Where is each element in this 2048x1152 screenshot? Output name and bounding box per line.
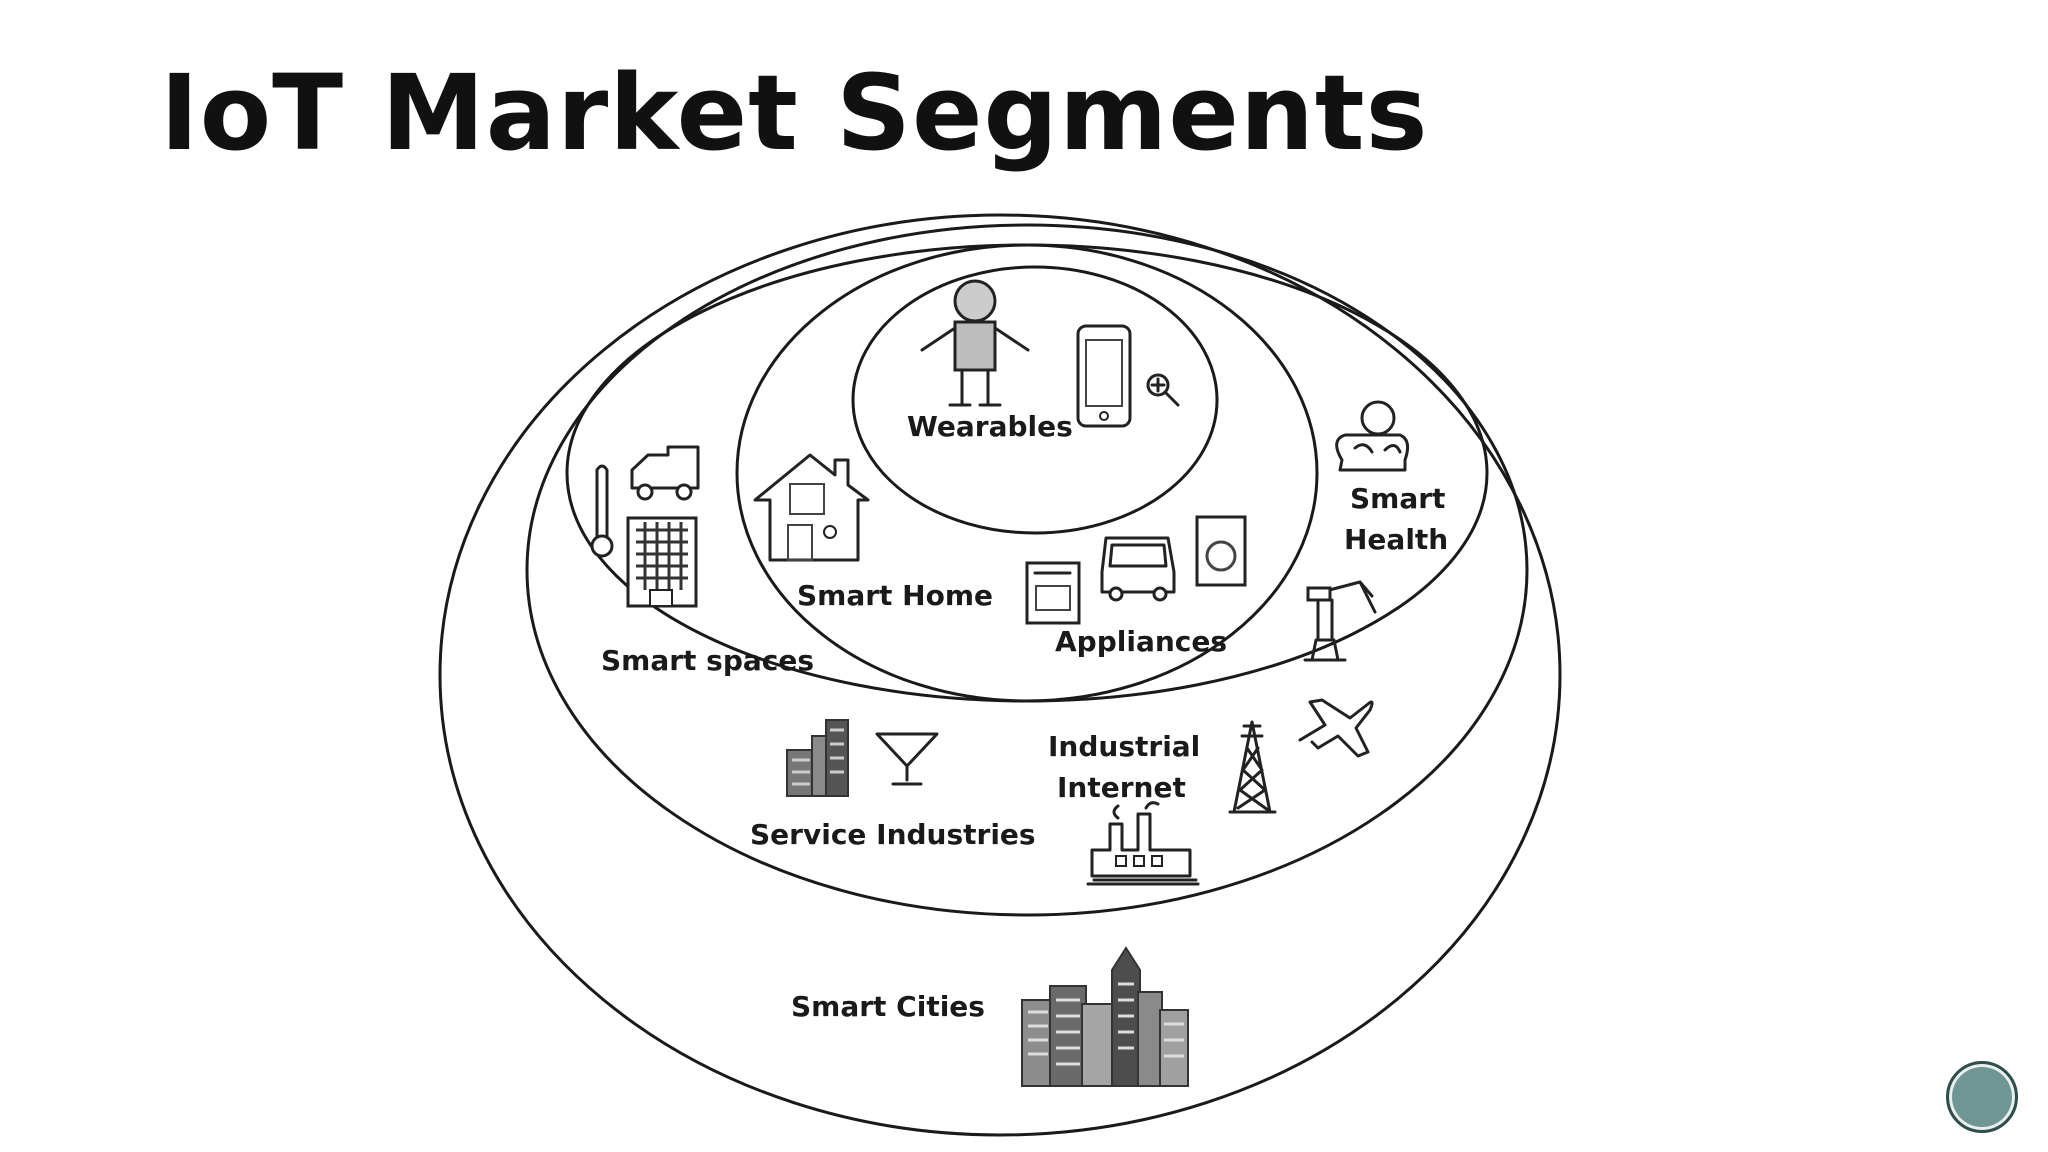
truck-icon <box>630 445 700 501</box>
thermometer-icon <box>590 464 614 558</box>
smart-cities-ring <box>438 213 1562 1137</box>
oil-rig-icon <box>1228 720 1277 814</box>
label-industrial-internet-line2: Internet <box>1057 771 1186 804</box>
car-icon <box>1100 536 1176 602</box>
factory-icon <box>1086 801 1200 886</box>
cocktail-glass-icon <box>875 732 939 786</box>
heart-health-icon <box>1335 400 1410 472</box>
zoom-in-icon <box>1146 373 1180 407</box>
airplane-icon <box>1298 698 1374 758</box>
smart-home-ring <box>735 243 1319 703</box>
slide-nav-button[interactable] <box>1946 1061 2018 1133</box>
office-building-icon <box>626 516 698 608</box>
person-icon <box>920 279 1030 407</box>
wearables-ring <box>851 265 1219 535</box>
label-smart-spaces: Smart spaces <box>601 644 814 677</box>
label-smart-health-line2: Health <box>1344 523 1448 556</box>
city-skyline-icon <box>1021 946 1189 1087</box>
label-smart-home: Smart Home <box>797 579 993 612</box>
smartphone-icon <box>1076 324 1132 428</box>
washing-machine-icon <box>1195 515 1247 587</box>
label-service-industries: Service Industries <box>750 818 1036 851</box>
label-smart-health-line1: Smart <box>1350 482 1445 515</box>
oven-icon <box>1025 561 1081 625</box>
label-smart-cities: Smart Cities <box>791 990 985 1023</box>
industrial-ring <box>525 223 1529 917</box>
label-wearables: Wearables <box>907 410 1073 443</box>
label-appliances: Appliances <box>1055 625 1227 658</box>
slide-title: IoT Market Segments <box>160 52 1429 174</box>
label-industrial-internet-line1: Industrial <box>1048 730 1200 763</box>
buildings-icon <box>786 719 849 797</box>
house-icon <box>753 453 870 562</box>
robot-arm-icon <box>1303 580 1377 662</box>
